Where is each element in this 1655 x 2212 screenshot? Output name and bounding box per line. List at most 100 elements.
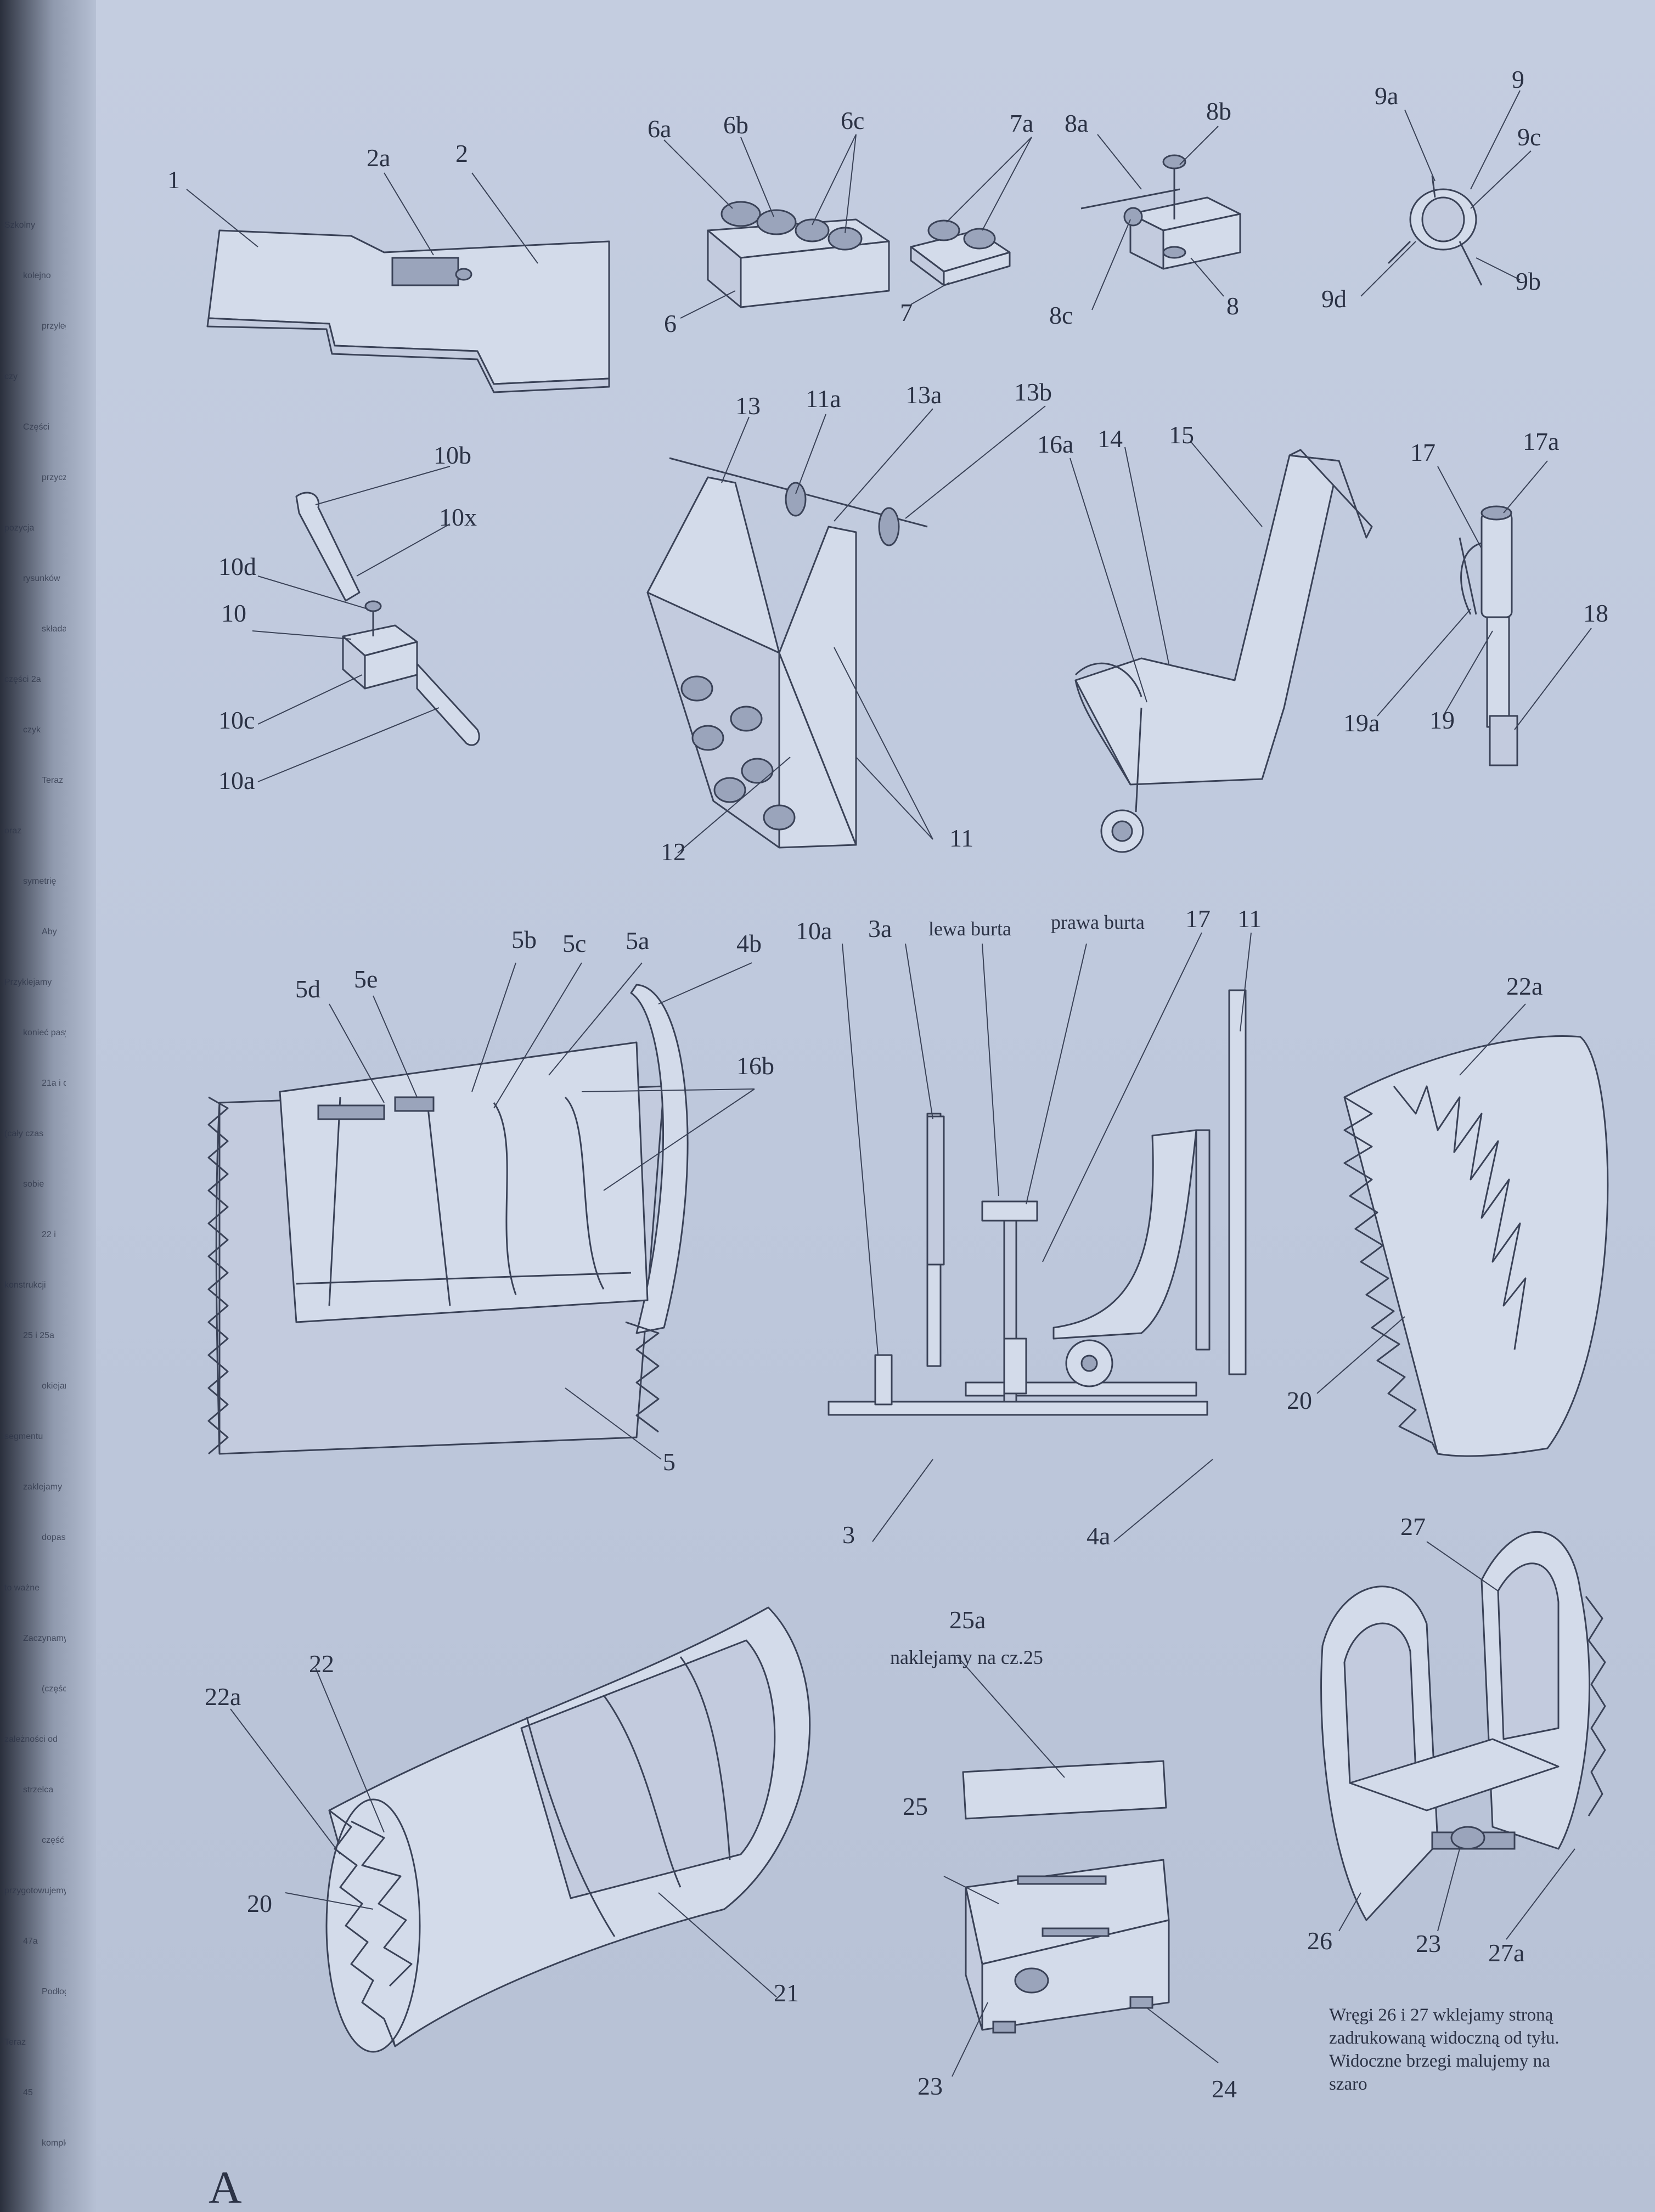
label-10: 10 [221, 599, 246, 627]
label-20: 20 [1287, 1386, 1312, 1414]
margin-text-fragment: sobie [23, 1180, 44, 1189]
margin-text-fragment: 47a [23, 1937, 38, 1946]
label-25a: 25a [949, 1606, 986, 1634]
label-3: 3 [842, 1521, 855, 1549]
label-4b: 4b [736, 929, 762, 957]
margin-text-fragment: przyczy [42, 473, 66, 482]
margin-text-fragment: to ważne [4, 1583, 40, 1593]
label-5a: 5a [626, 927, 649, 955]
label-2a: 2a [367, 144, 390, 172]
label-1: 1 [167, 166, 180, 194]
label-21: 21 [774, 1979, 799, 2007]
margin-text-fragment: część 44 [42, 1836, 66, 1845]
label-8a: 8a [1065, 109, 1088, 137]
label-25: 25 [903, 1792, 928, 1820]
label-13: 13 [735, 392, 761, 420]
book-spine [0, 0, 96, 2212]
label-6a: 6a [648, 115, 671, 143]
label-10a-side: 10a [796, 917, 832, 945]
label-10a: 10a [218, 766, 255, 794]
note-line-4: szaro [1329, 2074, 1367, 2094]
label-20-rear: 20 [247, 1889, 272, 1917]
part-17-18-19-joystick-column [1459, 505, 1518, 766]
label-9a: 9a [1375, 82, 1398, 110]
label-5b: 5b [511, 926, 537, 953]
part-9-joystick-head [1387, 175, 1483, 286]
page-letter: A [209, 2162, 242, 2212]
part-23-24-25-box [962, 1760, 1170, 2034]
margin-text-fragment: symetrię [23, 877, 57, 886]
label-27: 27 [1400, 1513, 1426, 1541]
margin-text-fragment: czyk [23, 725, 41, 735]
margin-text-fragment: składa się z [42, 624, 66, 634]
label-4a: 4a [1087, 1522, 1110, 1550]
label-17a: 17a [1523, 427, 1559, 455]
label-lewa-burta: lewa burta [928, 918, 1011, 940]
label-9: 9 [1512, 65, 1524, 93]
part-11-12-13-rudder-frame [646, 457, 928, 849]
margin-text-fragment: rysunków [23, 574, 60, 583]
part-5-cockpit-section [207, 984, 689, 1455]
label-5c: 5c [562, 929, 586, 957]
label-11: 11 [949, 824, 973, 852]
margin-text-fragment: części 2a [4, 675, 41, 684]
label-11a: 11a [806, 385, 841, 413]
margin-text-fragment: czy [4, 372, 18, 381]
label-9c: 9c [1517, 123, 1541, 151]
label-22: 22 [309, 1650, 334, 1678]
part-1-2-floor-plate [206, 229, 610, 393]
label-6b: 6b [723, 111, 748, 139]
label-16b: 16b [736, 1052, 774, 1080]
note-line-2: zadrukowaną widoczną od tyłu. [1329, 2028, 1560, 2048]
left-margin-text-fragments: SzkolnykolejnoprzylegajczyCzęściprzyczyp… [0, 208, 66, 2183]
margin-text-fragment: strzelca [23, 1785, 54, 1795]
margin-text-fragment: Aby [42, 927, 57, 936]
label-22a: 22a [1506, 972, 1543, 1000]
label-11-side: 11 [1237, 905, 1262, 933]
margin-text-fragment: konstrukcji [4, 1280, 46, 1290]
label-13b: 13b [1014, 378, 1052, 406]
label-10c: 10c [218, 706, 255, 734]
part-6-instrument-panel [707, 201, 890, 308]
margin-text-fragment: Teraz [42, 776, 64, 785]
part-7-small-panel [910, 219, 1011, 286]
label-17: 17 [1410, 438, 1436, 466]
label-7a: 7a [1010, 109, 1033, 137]
label-12: 12 [661, 838, 686, 866]
label-10b: 10b [434, 441, 471, 469]
margin-text-fragment: 21a i całość [42, 1079, 66, 1088]
label-23: 23 [917, 2072, 943, 2100]
label-10x: 10x [439, 503, 477, 531]
label-23-frames: 23 [1416, 1929, 1441, 1957]
label-26: 26 [1307, 1927, 1332, 1955]
label-18: 18 [1583, 599, 1608, 627]
margin-text-fragment: przylegaj [42, 321, 66, 331]
label-14: 14 [1097, 425, 1123, 453]
margin-text-fragment: 22 i [42, 1230, 56, 1239]
label-8: 8 [1226, 292, 1239, 320]
margin-text-fragment: 45 [23, 2088, 33, 2097]
part-14-15-16-seat [1074, 449, 1373, 853]
label-6c: 6c [841, 106, 864, 134]
margin-text-fragment: Przyklejamy [4, 978, 52, 987]
label-9d: 9d [1321, 285, 1347, 313]
note-line-3: Widoczne brzegi malujemy na [1329, 2051, 1550, 2071]
part-8-lever-box [1080, 154, 1241, 270]
label-5e: 5e [354, 965, 378, 993]
margin-text-fragment: segmentu [4, 1432, 43, 1441]
margin-text-fragment: Podłogę [42, 1987, 66, 1996]
margin-text-fragment: Teraz [4, 2038, 26, 2047]
label-24: 24 [1212, 2075, 1237, 2103]
part-10-throttle-lever [295, 492, 480, 746]
label-27a: 27a [1488, 1939, 1524, 1967]
label-13a: 13a [905, 381, 942, 409]
margin-text-fragment: (cały czas [4, 1129, 44, 1138]
label-prawa-burta: prawa burta [1051, 911, 1145, 933]
margin-text-fragment: 25 i 25a [23, 1331, 54, 1340]
margin-text-fragment: zależności od [4, 1735, 58, 1744]
part-26-27-frames [1320, 1531, 1606, 1921]
margin-text-fragment: okiejamy [42, 1381, 66, 1391]
margin-text-fragment: Części [23, 422, 50, 432]
margin-text-fragment: pozycja [4, 523, 35, 533]
label-7: 7 [900, 298, 913, 326]
